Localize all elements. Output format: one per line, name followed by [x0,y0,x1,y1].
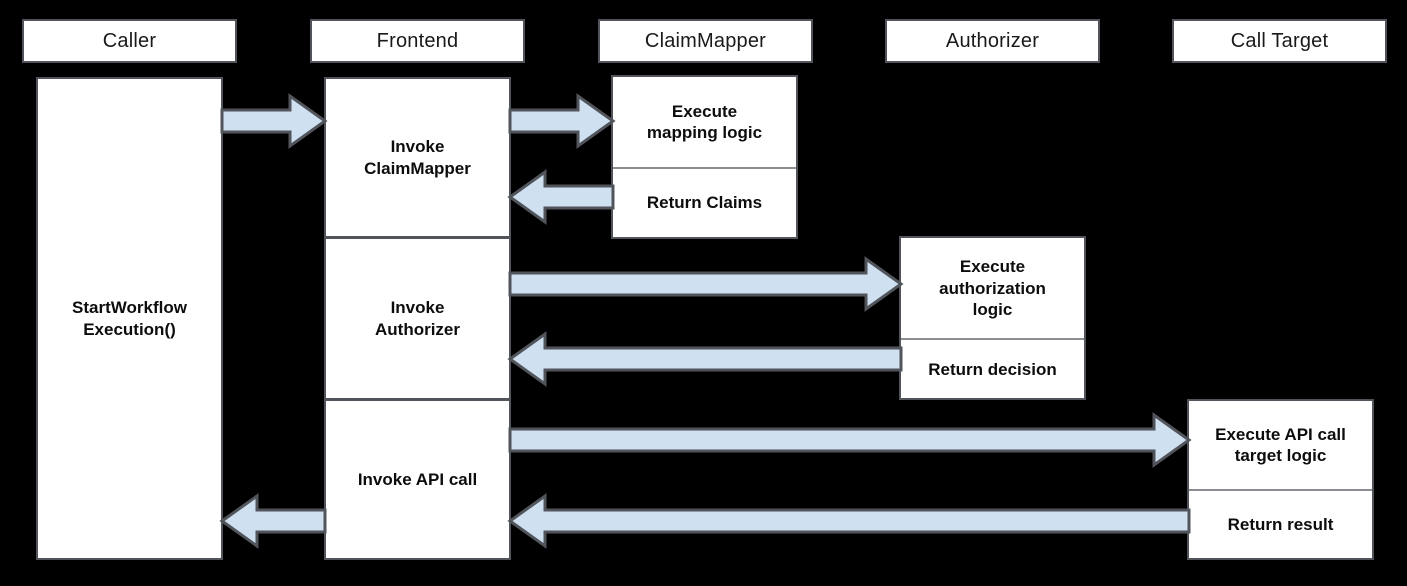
lifeline-label-authorizer: Authorizer [945,29,1040,52]
lifeline-label-calltarget: Call Target [1230,29,1329,52]
lifeline-label-frontend: Frontend [376,29,459,52]
message-arrow-authorizer-to-frontend [507,331,903,387]
message-arrow-frontend-to-authorizer [508,256,904,312]
message-arrow-caller-to-frontend [220,93,328,149]
message-arrow-frontend-to-caller [219,493,327,549]
lifeline-label-caller: Caller [102,29,157,52]
lifeline-header-caller: Caller [22,19,237,63]
lifeline-header-authorizer: Authorizer [885,19,1100,63]
message-arrow-frontend-to-claimmapper [508,93,616,149]
activation-cell-return-decision: Return decision [901,338,1084,398]
lifeline-header-calltarget: Call Target [1172,19,1387,63]
message-arrow-claimmapper-to-frontend [507,169,615,225]
activation-cell-invoke-api-call: Invoke API call [357,469,478,489]
lifeline-header-claimmapper: ClaimMapper [598,19,813,63]
message-arrow-calltarget-to-frontend [507,493,1191,549]
lifeline-header-frontend: Frontend [310,19,525,63]
lifeline-label-claimmapper: ClaimMapper [644,29,767,52]
activation-cell-return-result: Return result [1189,489,1372,558]
activation-cell-return-claims: Return Claims [613,166,796,237]
activation-frontend-apicall: Invoke API call [324,399,511,560]
message-arrow-frontend-to-calltarget [508,412,1192,468]
